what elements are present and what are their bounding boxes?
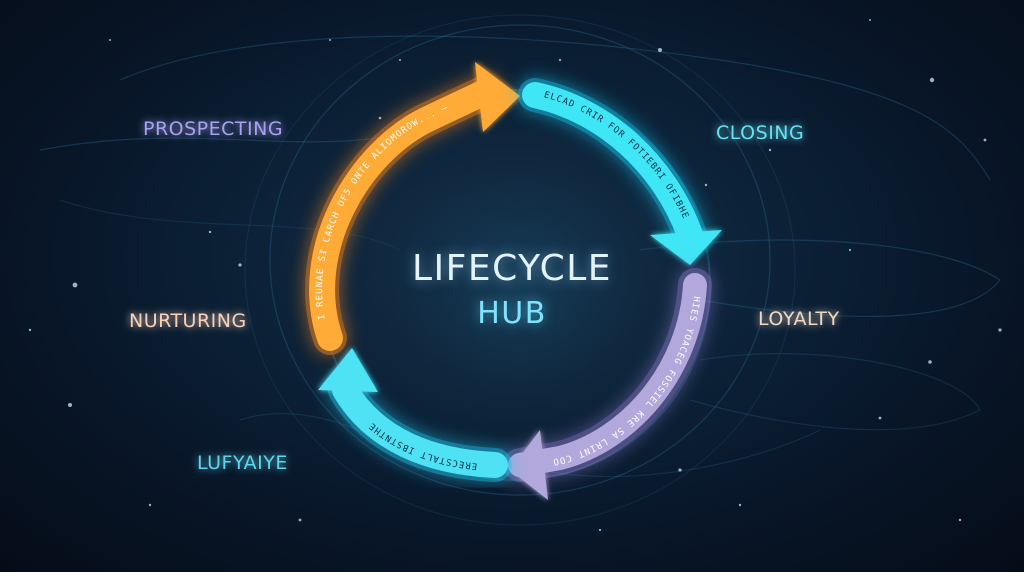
star bbox=[298, 518, 302, 522]
star bbox=[148, 503, 152, 507]
star bbox=[983, 138, 987, 142]
star bbox=[878, 416, 882, 420]
star bbox=[869, 19, 871, 21]
hub-glow bbox=[320, 90, 720, 490]
lavender-arrow-head bbox=[510, 430, 548, 500]
star bbox=[558, 58, 562, 62]
star bbox=[68, 403, 72, 407]
star bbox=[399, 59, 401, 61]
hub-title-line2: HUB bbox=[477, 296, 547, 331]
stage-label-nurturing: NURTURING bbox=[129, 310, 247, 332]
star bbox=[998, 328, 1002, 332]
orange-arrow-head bbox=[475, 62, 520, 132]
star bbox=[928, 360, 932, 364]
star bbox=[598, 528, 602, 532]
stage-label-closing: CLOSING bbox=[716, 122, 805, 144]
star bbox=[378, 116, 382, 120]
star bbox=[958, 518, 962, 522]
star bbox=[704, 183, 708, 187]
star bbox=[72, 282, 78, 288]
hub-title-line1: LIFECYCLE bbox=[411, 248, 613, 289]
star bbox=[848, 248, 852, 252]
star bbox=[28, 328, 32, 332]
star bbox=[329, 39, 331, 41]
star bbox=[658, 48, 662, 52]
teal-arrow-head bbox=[318, 348, 378, 392]
star bbox=[109, 39, 111, 41]
star bbox=[208, 230, 212, 234]
star bbox=[738, 503, 742, 507]
cyan-arrow-head bbox=[650, 230, 722, 265]
star bbox=[238, 263, 242, 267]
stage-label-loyalty: LOYALTY bbox=[758, 308, 840, 330]
star bbox=[929, 77, 935, 83]
star-field bbox=[28, 19, 1002, 532]
star bbox=[768, 148, 772, 152]
star bbox=[678, 468, 682, 472]
stage-label-lufyaiye: LUFYAIYE bbox=[197, 452, 288, 474]
stage-label-prospecting: PROSPECTING bbox=[143, 118, 284, 140]
